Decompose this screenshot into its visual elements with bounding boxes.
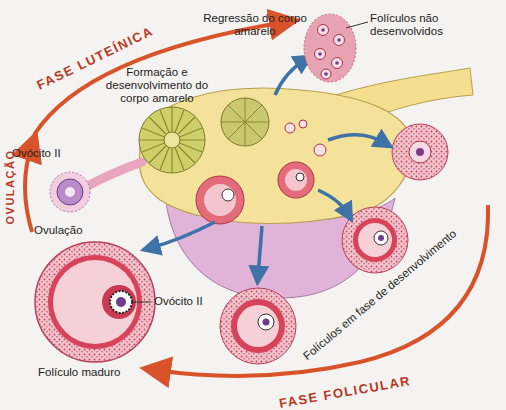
node-text: Folículos não desenvolvidos [370,12,470,38]
mature-follicle [102,285,136,319]
event-label: Ovulação [34,224,83,237]
corpus-luteum [139,107,205,173]
process-arrows [150,222,215,248]
stage-label: Folículos em fase de desenvolvimento [301,227,459,363]
process-arrows [318,190,348,214]
ovary-follicles [196,120,326,224]
mature-follicle [35,242,155,362]
follicle-cluster [346,22,368,28]
oviduct-oocyte [65,187,75,197]
follicle-cluster [321,28,325,32]
structure-label: Regressão do corpo amarelo [195,12,315,38]
follicle-cluster [334,35,345,46]
process-arrows [328,135,385,143]
follicle-cluster [324,72,328,76]
ovary-follicles [285,123,295,133]
follicle-cluster: Folículos não desenvolvidos [296,6,476,88]
process-arrows [258,226,262,276]
developing-follicles [220,288,296,364]
developing-follicles [231,299,285,353]
structure-label: Formação e desenvolvimento do corpo amar… [92,66,222,105]
oviduct-oocyte [50,162,142,212]
oviduct-oocyte [57,179,83,205]
follicle-cluster [335,61,339,65]
corpus-luteum [221,98,269,146]
oviduct-oocyte [50,172,90,212]
ovary [139,88,412,223]
developing-follicles [416,148,424,156]
oviduct-oocyte [84,162,142,188]
ovary-follicles [285,169,307,191]
ovary-follicles [278,162,314,198]
phase-label: OVULAÇÃO [4,150,17,225]
follicle-cluster [315,49,326,60]
developing-follicles [409,141,431,163]
follicle-cluster [318,25,329,36]
developing-follicles [258,314,274,330]
mature-follicle [48,255,142,349]
process-arrows [275,60,305,95]
follicle-cluster [321,69,331,79]
corpus-luteum [221,98,269,146]
developing-follicles [358,223,392,257]
developing-follicles [353,218,397,262]
mature-follicle: Ovócito IIFolículo maduro [33,238,198,388]
mature-follicle [133,302,151,303]
developing-follicles [263,319,270,326]
cell-label: Ovócito II [12,147,61,160]
mature-follicle [53,260,137,344]
corpus-luteum [164,132,180,148]
developing-follicles [392,124,448,180]
developing-follicles [237,305,279,347]
developing-follicles [342,207,408,273]
ovary-follicles [204,184,236,216]
follicle-cluster [332,58,343,69]
developing-follicles [374,231,388,245]
ovary-follicles [296,173,304,181]
mature-follicle [116,297,126,307]
node-text: Folículo maduro [38,366,120,379]
ovary-follicles [314,144,326,156]
corpus-luteum [139,107,205,173]
phase-label: FASE FOLICULAR [278,374,412,410]
developing-follicles [378,235,384,241]
follicle-cluster [337,38,341,42]
ovary-follicles [196,176,244,224]
follicle-cluster [318,52,322,56]
ovary-follicles [222,189,234,201]
corpus-luteum [139,98,269,173]
cycle-arrows [25,22,488,376]
node-text: Ovócito II [154,295,203,308]
mature-follicle [33,238,198,388]
ovary-follicles [299,120,307,128]
mature-follicle [110,291,132,313]
follicle-cluster [304,14,356,82]
